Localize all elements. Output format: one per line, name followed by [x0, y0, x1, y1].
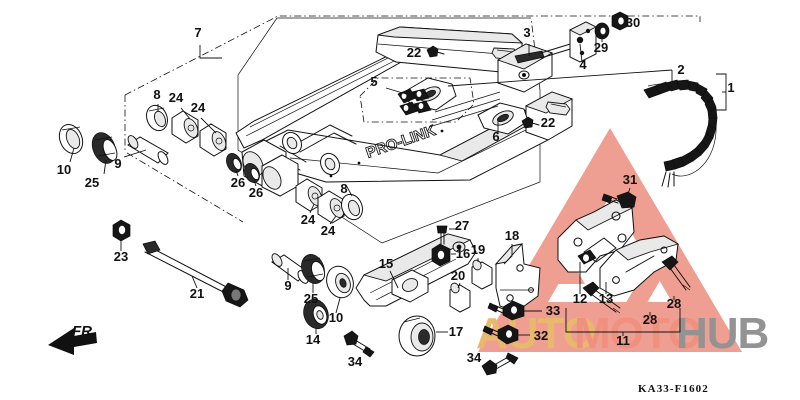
callout-16: 16	[456, 246, 470, 261]
callout-24-b: 24	[191, 100, 206, 115]
part-1-drive-chain	[643, 79, 718, 188]
part-8-bushing-lower	[341, 193, 363, 221]
callout-9-b: 9	[284, 278, 291, 293]
part-4-adjuster-plate	[568, 21, 598, 63]
callout-33: 33	[546, 303, 560, 318]
part-18-linkage-plate	[494, 243, 541, 313]
part-34-bolt-a	[343, 330, 375, 358]
diagram-part-number: KA33-F1602	[638, 383, 709, 395]
callout-25-a: 25	[85, 175, 99, 190]
part-28-bolt-a	[661, 255, 691, 291]
part-26-bearing-a	[226, 153, 242, 173]
callout-24-d: 24	[321, 223, 336, 238]
part-20-collar	[449, 282, 471, 313]
callout-24-a: 24	[169, 90, 184, 105]
callout-21: 21	[190, 286, 204, 301]
part-21-pivot-bolt	[142, 240, 249, 308]
callout-leaders	[69, 22, 681, 336]
part-30-nut	[611, 11, 629, 31]
part-24-bushing-lower-b	[317, 190, 345, 224]
callout-26-a: 26	[231, 175, 245, 190]
callout-19: 19	[471, 242, 485, 257]
callout-24-c: 24	[301, 212, 316, 227]
callout-17: 17	[449, 324, 463, 339]
part-8-bushing-upper	[146, 104, 168, 132]
part-10-seal-lower	[326, 265, 354, 299]
part-24-bushing-lower-a	[295, 178, 323, 212]
part-19-collar	[471, 259, 493, 290]
part-26-bearing-b	[244, 163, 260, 183]
part-33-bolt	[487, 300, 542, 321]
callout-10-a: 10	[57, 162, 71, 177]
callout-1: 1	[727, 80, 734, 95]
callout-27: 27	[455, 218, 469, 233]
fr-direction-arrow: FR.	[48, 323, 97, 355]
callout-26-b: 26	[249, 185, 263, 200]
part-13-chain-slider-arm	[599, 235, 680, 297]
callout-7: 7	[194, 25, 201, 40]
callout-34-b: 34	[467, 350, 482, 365]
part-2-master-link-set	[359, 77, 501, 128]
callout-bracket-1	[716, 73, 727, 111]
callout-28-a: 28	[667, 296, 681, 311]
callout-15: 15	[379, 256, 393, 271]
part-17-roller	[398, 315, 436, 357]
part-22-bolt-a	[426, 45, 445, 58]
part-31-bolt	[601, 191, 637, 209]
callout-10-b: 10	[329, 310, 343, 325]
callout-25-b: 25	[304, 291, 318, 306]
part-24-bushing-upper-a	[171, 110, 199, 144]
callout-29: 29	[594, 40, 608, 55]
part-16-bushing	[431, 243, 451, 267]
callout-22-b: 22	[541, 115, 555, 130]
part-27-bolt	[436, 225, 455, 245]
kit-boundary-outline	[124, 15, 701, 223]
part-23-nut	[112, 219, 131, 242]
callout-numbers: 1 2 3 4 5 6 7 8 8 9 9 10 10 11 12 13 14 …	[57, 15, 735, 369]
callout-9-a: 9	[114, 156, 121, 171]
part-28-bolt-b	[582, 281, 621, 314]
callout-3: 3	[523, 25, 530, 40]
part-14-bearing	[303, 298, 329, 330]
callout-leader-7	[199, 45, 222, 59]
callout-18: 18	[505, 228, 519, 243]
part-22-bolt-b	[521, 116, 540, 129]
part-12-chain-guide-bracket	[557, 199, 635, 273]
callout-22-a: 22	[407, 45, 421, 60]
callout-11: 11	[616, 333, 630, 348]
part-9-collar-left	[127, 135, 169, 165]
callout-12: 12	[573, 291, 587, 306]
callout-8-b: 8	[340, 181, 347, 196]
callout-28-b: 28	[643, 312, 657, 327]
callout-6: 6	[492, 129, 499, 144]
callout-32: 32	[534, 328, 548, 343]
fr-label-text: FR.	[72, 323, 96, 340]
callout-bracket-2	[447, 69, 673, 87]
callout-23: 23	[114, 249, 128, 264]
part-32-bolt	[482, 324, 530, 345]
callout-31: 31	[623, 172, 637, 187]
callout-30: 30	[626, 15, 640, 30]
callout-13: 13	[599, 291, 613, 306]
part-34-bolt-b	[481, 352, 519, 376]
callout-20: 20	[451, 268, 465, 283]
callout-8-a: 8	[153, 87, 160, 102]
callout-4: 4	[579, 57, 587, 72]
part-3-chain-adjuster	[496, 40, 581, 93]
callout-5: 5	[370, 74, 377, 89]
callout-14: 14	[306, 332, 321, 347]
part-25-bearing-lower	[301, 254, 326, 284]
callout-2: 2	[677, 62, 684, 77]
part-10-seal-left	[58, 123, 84, 155]
callout-34-a: 34	[348, 354, 363, 369]
part-6-chain-slider	[477, 102, 529, 135]
part-24-bushing-upper-b	[199, 123, 227, 157]
part-25-bearing-left	[91, 132, 118, 164]
